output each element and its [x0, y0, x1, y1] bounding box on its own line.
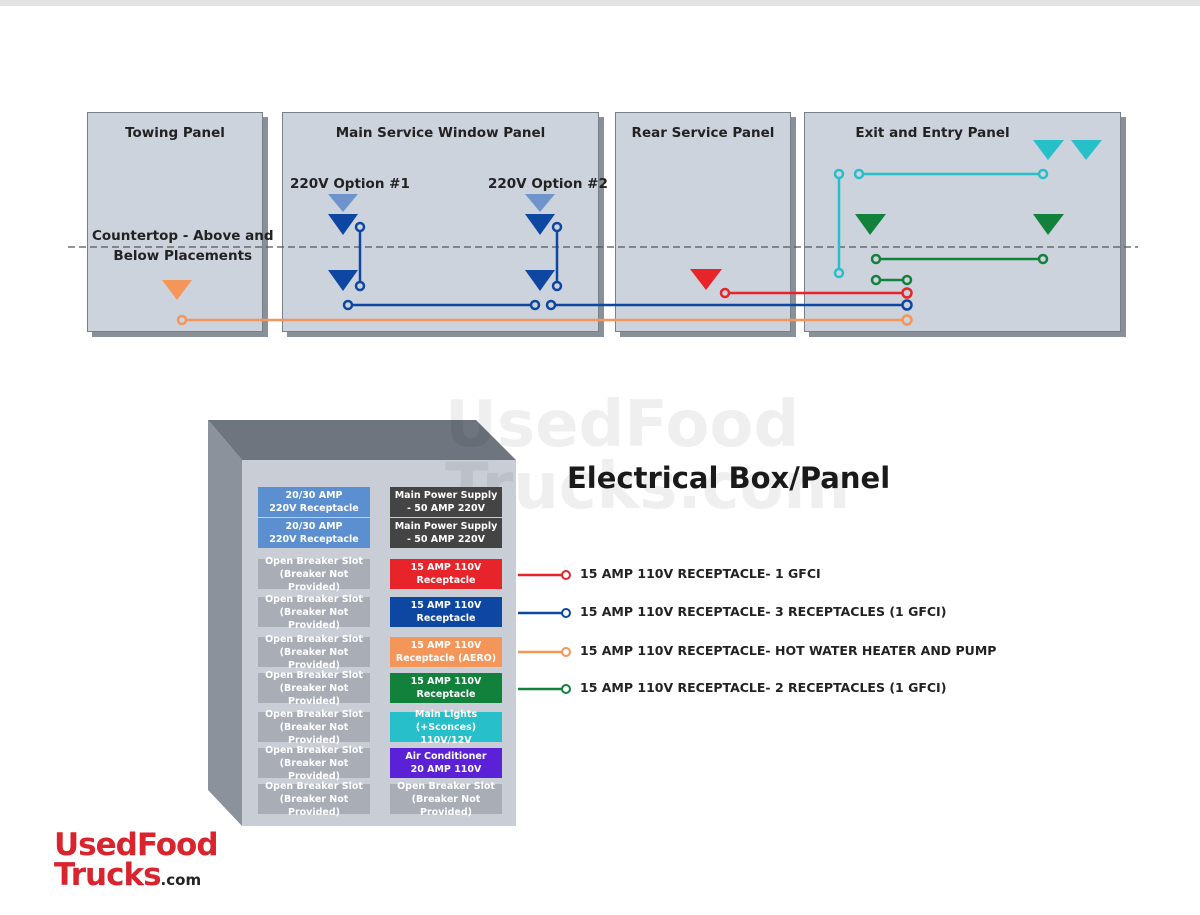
breaker-left-1: 20/30 AMP 220V Receptacle [258, 518, 370, 548]
option-2-label: 220V Option #2 [488, 176, 608, 192]
orange-circuit [176, 314, 913, 326]
usedfoodtrucks-logo: UsedFood Trucks.com [54, 827, 219, 895]
green-circuit [870, 253, 1049, 286]
breaker-left-0: 20/30 AMP 220V Receptacle [258, 487, 370, 517]
blue-circuit [342, 221, 913, 311]
breaker-right-6: Main Lights (+Sconces) 110V/12V [390, 709, 502, 746]
breaker-left-6: Open Breaker Slot (Breaker Not Provided) [258, 709, 370, 746]
legend-item: 15 AMP 110V RECEPTACLE- 3 RECEPTACLES (1… [580, 604, 947, 619]
panel-title: Towing Panel [125, 125, 225, 141]
breaker-left-7: Open Breaker Slot (Breaker Not Provided) [258, 745, 370, 782]
countertop-label: Countertop - Above and Below Placements [92, 228, 274, 264]
breaker-left-4: Open Breaker Slot (Breaker Not Provided) [258, 634, 370, 671]
breaker-left-3: Open Breaker Slot (Breaker Not Provided) [258, 594, 370, 631]
breaker-right-1: Main Power Supply - 50 AMP 220V [390, 518, 502, 548]
cyan-outlet-icon [1071, 140, 1102, 160]
breaker-right-3: 15 AMP 110V Receptacle [390, 597, 502, 627]
breaker-left-5: Open Breaker Slot (Breaker Not Provided) [258, 670, 370, 707]
outlet-icon [525, 270, 555, 291]
green-outlet-icon [855, 214, 886, 235]
legend-item: 15 AMP 110V RECEPTACLE- HOT WATER HEATER… [580, 643, 997, 658]
legend-line-3 [518, 684, 571, 694]
panel-title: Rear Service Panel [631, 125, 775, 141]
220v-outlet-icon [525, 194, 555, 212]
outlet-icon [525, 214, 555, 235]
outlet-icon [328, 270, 358, 291]
legend-item: 15 AMP 110V RECEPTACLE- 2 RECEPTACLES (1… [580, 680, 947, 695]
legend-lines [518, 570, 571, 694]
logo-trucks: Trucks [54, 857, 162, 893]
220v-outlet-icon [328, 194, 358, 212]
legend-line-2 [518, 647, 571, 657]
green-outlet-icon [1033, 214, 1064, 235]
logo-line-1: UsedFood [54, 827, 219, 863]
breaker-right-7: Air Conditioner 20 AMP 110V [390, 748, 502, 778]
panel-title: Exit and Entry Panel [855, 125, 1010, 141]
breaker-right-2: 15 AMP 110V Receptacle [390, 559, 502, 589]
breaker-left-2: Open Breaker Slot (Breaker Not Provided) [258, 556, 370, 593]
orange-outlet-icon [162, 280, 192, 300]
breaker-right-8: Open Breaker Slot (Breaker Not Provided) [390, 781, 502, 818]
outlet-icon [328, 214, 358, 235]
logo-line-2: Trucks.com [54, 860, 218, 895]
panel-title: Main Service Window Panel [335, 125, 546, 141]
breaker-right-4: 15 AMP 110V Receptacle (AERO) [390, 637, 502, 667]
red-outlet-icon [690, 269, 722, 290]
box-side [208, 420, 242, 826]
circuit-wires [176, 168, 1049, 326]
exit-entry-panel: Exit and Entry Panel [804, 112, 1121, 332]
legend-item: 15 AMP 110V RECEPTACLE- 1 GFCI [580, 566, 821, 581]
outlet-triangles [162, 140, 1102, 300]
electrical-box-title: Electrical Box/Panel [567, 461, 891, 495]
box-top [208, 420, 516, 460]
legend-line-0 [518, 570, 571, 580]
logo-suffix: .com [160, 871, 202, 889]
breaker-left-8: Open Breaker Slot (Breaker Not Provided) [258, 781, 370, 818]
legend-line-1 [518, 608, 571, 618]
red-circuit [719, 287, 913, 299]
breaker-right-0: Main Power Supply - 50 AMP 220V [390, 487, 502, 517]
rear-service-panel: Rear Service Panel [615, 112, 791, 332]
cyan-outlet-icon [1033, 140, 1064, 160]
breaker-right-5: 15 AMP 110V Receptacle [390, 673, 502, 703]
watermark: UsedFood Trucks.com [445, 388, 851, 524]
option-1-label: 220V Option #1 [290, 176, 410, 192]
cyan-circuit [833, 168, 1049, 279]
